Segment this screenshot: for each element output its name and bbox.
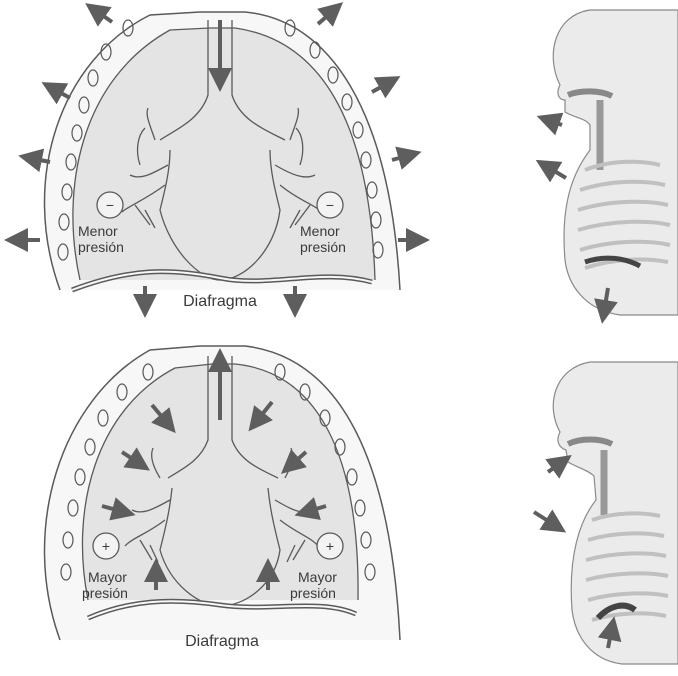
pressure-label-right-line2: presión [300,239,346,255]
pressure-label-right-line2: presión [290,585,336,601]
pressure-label-left-line1: Mayor [88,569,127,585]
alveolus-left: − [97,192,123,218]
arrow-icon [52,88,70,98]
pressure-label-right-line1: Menor [300,223,340,239]
arrow-icon [534,512,556,526]
arrow-icon [30,158,50,162]
pressure-label-right-line1: Mayor [298,569,337,585]
arrow-icon [372,82,390,92]
arrow-icon [548,462,562,472]
alveolus-right: + [317,533,343,559]
pressure-label-left-line1: Menor [78,223,118,239]
pressure-label-left-line2: presión [78,239,124,255]
alveolus-right: − [317,192,343,218]
pressure-symbol-right: + [326,538,334,554]
arrow-icon [546,166,566,178]
alveolus-left: + [93,533,119,559]
inspiration-panel: − − Menor presión Menor presión Diafragm… [16,10,418,310]
arrow-icon [318,10,334,24]
arrow-icon [392,155,410,160]
pressure-symbol-left: + [102,538,110,554]
arrow-icon [548,120,562,125]
diaphragm-label: Diafragma [183,293,257,310]
arrow-icon [95,10,112,22]
torso-profile-icon [546,10,678,315]
diaphragm-label: Diafragma [185,633,259,650]
pressure-symbol-right: − [326,197,334,213]
pressure-label-left-line2: presión [82,585,128,601]
torso-profile-icon [534,362,678,664]
pressure-symbol-left: − [106,197,114,213]
expiration-panel: + + Mayor presión Mayor presión Diafragm… [44,346,400,650]
